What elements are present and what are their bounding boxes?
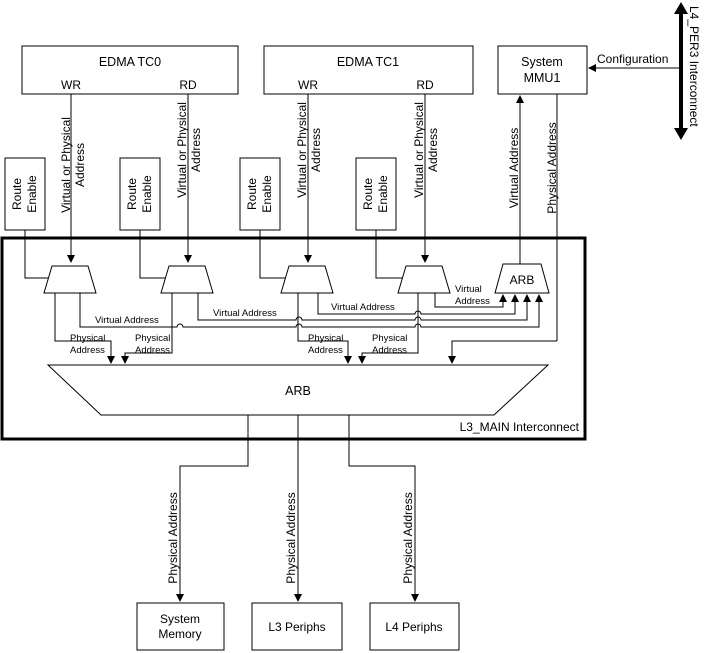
output-l4-periphs	[348, 415, 419, 602]
arb-small	[494, 263, 550, 294]
route-enable-1: Route Enable	[4, 157, 46, 231]
route-enable-4-line2: Enable	[376, 175, 390, 213]
physical-label-3b: Address	[308, 345, 343, 356]
output-1-label: Physical Address	[166, 492, 180, 583]
tc0-rd-label-line2: Address	[189, 128, 203, 172]
virtual-label-3: Virtual Address	[331, 302, 395, 313]
mmu-virtual-label: Virtual Address	[507, 128, 521, 209]
edma-tc1-wr-label: WR	[298, 78, 318, 92]
mux-1	[43, 265, 97, 294]
system-memory-block: System Memory	[136, 602, 225, 651]
route-enable-1-line2: Enable	[25, 175, 39, 213]
l3-periphs-block: L3 Periphs	[251, 602, 343, 651]
physical-label-2a: Physical	[135, 333, 170, 344]
edma-tc1-block: EDMA TC1 WR RD	[263, 45, 474, 95]
arb-main-label: ARB	[285, 384, 311, 398]
l3-main-interconnect-frame	[0, 236, 587, 441]
tc0-rd-label-line1: Virtual or Physical	[175, 102, 189, 198]
route-enable-2-line1: Route	[125, 178, 139, 210]
virtual-path-2	[197, 293, 531, 321]
mmu-line1: System	[521, 55, 563, 69]
arb-main	[46, 364, 550, 416]
l4-per3-label: L4_PER3 Interconnect	[687, 6, 701, 127]
mmu-physical-label: Physical Address	[545, 122, 559, 213]
edma-tc1-title: EDMA TC1	[337, 55, 399, 69]
physical-path-2a	[297, 293, 352, 364]
physical-label-2b: Address	[135, 345, 170, 356]
virtual-label-4a: Virtual	[455, 284, 482, 295]
physical-label-1b: Address	[70, 345, 105, 356]
edma-tc1-rd-label: RD	[416, 78, 434, 92]
physical-path-1b	[121, 293, 173, 364]
system-mmu1-block: System MMU1	[497, 45, 588, 95]
route-enable-1-line1: Route	[10, 178, 24, 210]
l4-periphs-label: L4 Periphs	[385, 620, 442, 634]
physical-path-2b	[358, 293, 419, 364]
tc1-rd-label-line1: Virtual or Physical	[412, 102, 426, 198]
output-3-label: Physical Address	[401, 492, 415, 583]
route-enable-4: Route Enable	[355, 157, 397, 231]
output-system-memory	[176, 415, 249, 602]
mux-4	[397, 265, 451, 294]
route-1-line	[24, 230, 52, 279]
edma-tc0-title: EDMA TC0	[99, 55, 161, 69]
mmu-line2: MMU1	[524, 71, 561, 85]
tc1-wr-label-line2: Address	[309, 128, 323, 172]
l3-main-label: L3_MAIN Interconnect	[460, 420, 580, 434]
physical-label-4b: Address	[372, 345, 407, 356]
mux-2	[160, 265, 214, 294]
virtual-path-1	[79, 293, 543, 328]
tc0-wr-label-line2: Address	[73, 143, 87, 187]
edma-tc0-rd-label: RD	[179, 78, 197, 92]
output-2-label: Physical Address	[284, 492, 298, 583]
route-enable-3-line1: Route	[245, 178, 259, 210]
edma-tc0-block: EDMA TC0 WR RD	[21, 45, 239, 95]
route-enable-3: Route Enable	[239, 157, 281, 231]
tc1-wr-label-line1: Virtual or Physical	[295, 102, 309, 198]
virtual-label-2: Virtual Address	[213, 308, 277, 319]
physical-label-3a: Physical	[308, 333, 343, 344]
arb-small-label: ARB	[510, 273, 535, 287]
system-memory-line1: System	[160, 612, 200, 626]
route-2-line	[139, 230, 167, 279]
physical-label-4a: Physical	[372, 333, 407, 344]
l4-per3-bus	[674, 2, 688, 140]
l4-periphs-block: L4 Periphs	[369, 602, 460, 651]
tc0-wr-label-line1: Virtual or Physical	[59, 117, 73, 213]
virtual-label-4b: Address	[455, 296, 490, 307]
route-enable-4-line1: Route	[361, 178, 375, 210]
route-3-line	[259, 230, 287, 279]
tc1-rd-label-line2: Address	[426, 128, 440, 172]
l3-periphs-label: L3 Periphs	[268, 620, 325, 634]
virtual-path-4	[434, 293, 507, 308]
route-enable-2: Route Enable	[119, 157, 161, 231]
virtual-label-1: Virtual Address	[95, 315, 159, 326]
physical-label-1a: Physical	[70, 333, 105, 344]
route-enable-3-line2: Enable	[260, 175, 274, 213]
physical-path-mmu	[448, 340, 557, 364]
configuration-label: Configuration	[597, 52, 668, 66]
route-4-line	[375, 230, 403, 279]
route-enable-2-line2: Enable	[140, 175, 154, 213]
system-memory-line2: Memory	[158, 627, 201, 641]
physical-path-1a	[54, 293, 115, 364]
edma-tc0-wr-label: WR	[61, 78, 81, 92]
mux-3	[280, 265, 334, 294]
